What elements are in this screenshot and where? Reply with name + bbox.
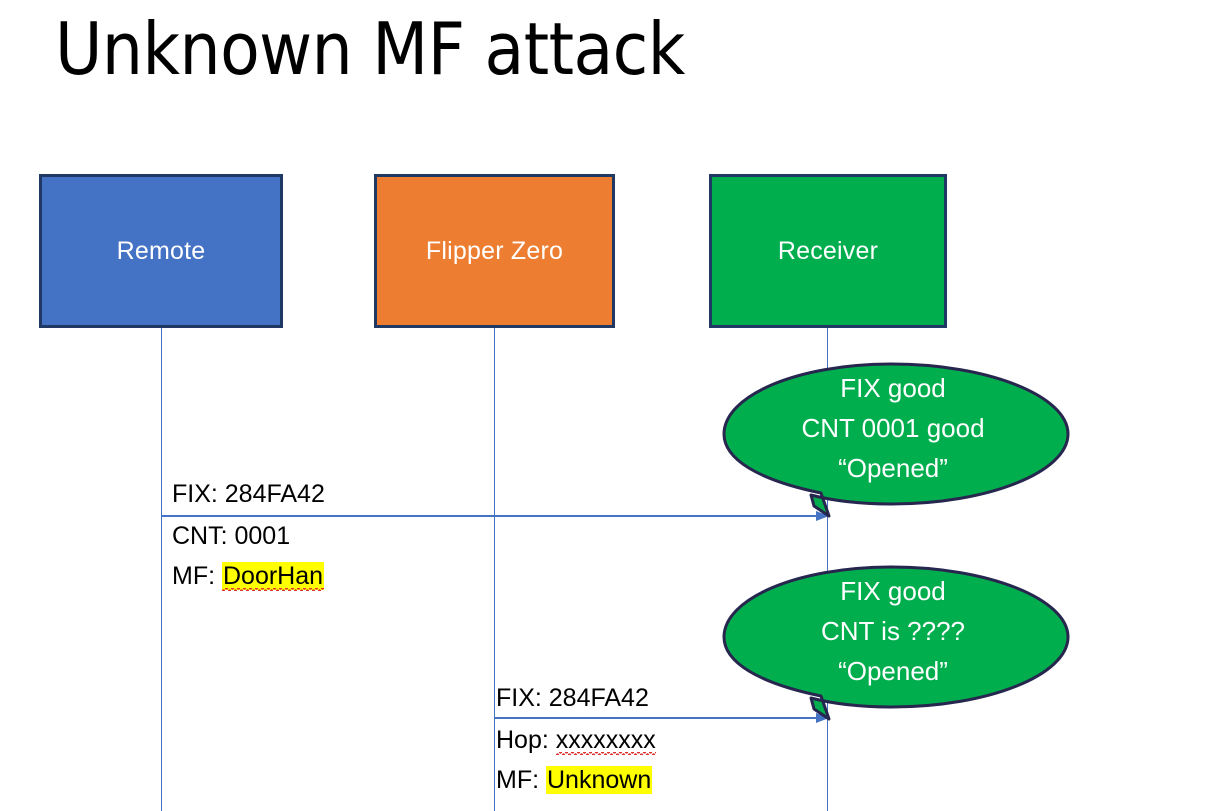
- speech-bubble-shape-icon: [722, 565, 1070, 721]
- message-1-cnt-label: CNT: 0001: [172, 522, 291, 550]
- message-2-mf-prefix: MF:: [496, 766, 546, 794]
- speech-bubble-receiver-1: FIX good CNT 0001 good “Opened”: [716, 358, 1076, 523]
- actor-box-receiver[interactable]: Receiver: [709, 174, 947, 328]
- message-1-mf-label: MF: DoorHan: [172, 556, 325, 596]
- actor-box-remote[interactable]: Remote: [39, 174, 283, 328]
- actor-label-receiver: Receiver: [777, 236, 879, 265]
- message-2-hop-label: Hop: xxxxxxxx: [496, 720, 656, 760]
- lifeline-remote: [161, 327, 162, 811]
- message-2-mf-value: Unknown: [546, 766, 653, 794]
- page-title: Unknown MF attack: [55, 7, 685, 91]
- speech-bubble-shape-icon: [722, 362, 1070, 518]
- message-2-hop-prefix: Hop:: [496, 726, 556, 754]
- actor-box-flipper[interactable]: Flipper Zero: [374, 174, 615, 328]
- actor-label-flipper: Flipper Zero: [425, 236, 564, 265]
- message-1-fix-label: FIX: 284FA42: [172, 480, 325, 508]
- lifeline-receiver: [827, 327, 828, 811]
- message-arrow-remote-to-receiver: [161, 511, 829, 521]
- message-2-mf-label: MF: Unknown: [496, 760, 653, 800]
- message-1-mf-value: DoorHan: [222, 562, 325, 590]
- lifeline-flipper: [494, 327, 495, 811]
- message-arrow-flipper-to-receiver: [494, 713, 829, 723]
- actor-label-remote: Remote: [116, 236, 206, 265]
- speech-bubble-receiver-2: FIX good CNT is ???? “Opened”: [716, 561, 1076, 726]
- message-2-fix-label: FIX: 284FA42: [496, 684, 649, 712]
- message-1-mf-prefix: MF:: [172, 562, 222, 590]
- message-2-hop-value: xxxxxxxx: [555, 726, 656, 754]
